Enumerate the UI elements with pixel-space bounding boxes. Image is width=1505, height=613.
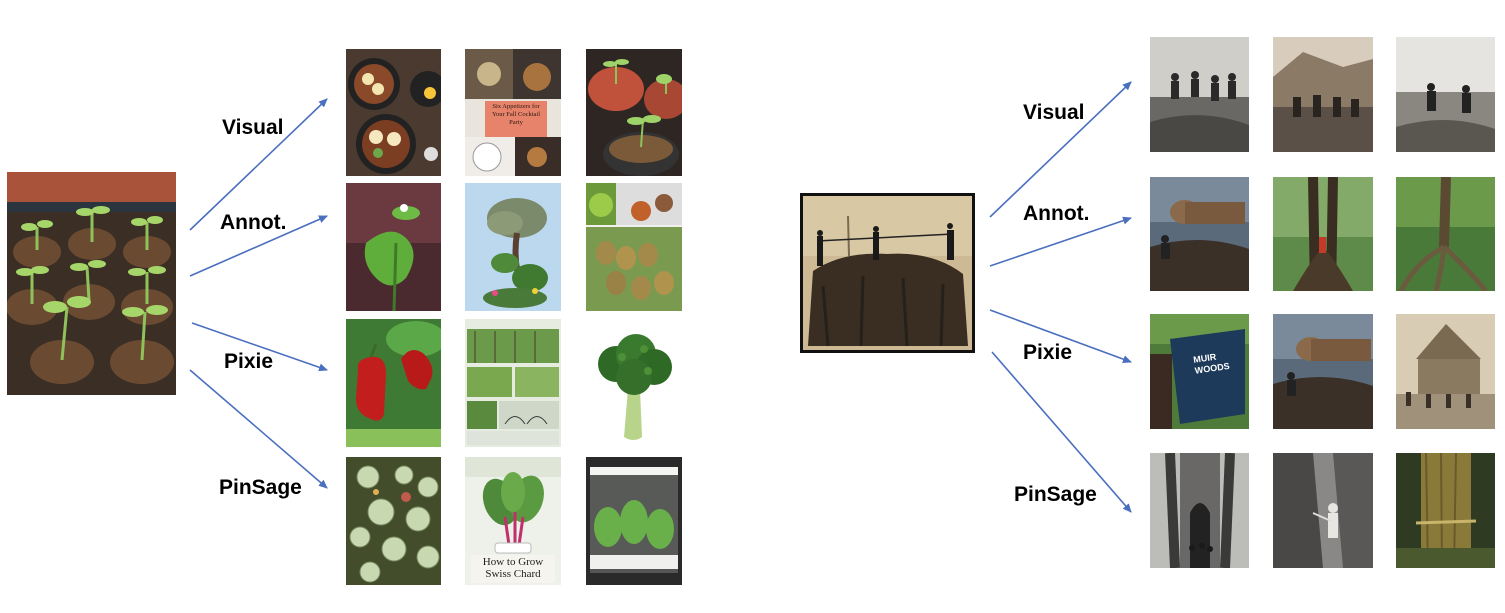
log-cutting-photo-icon [1150, 177, 1249, 291]
result-right-pixie-3-sawmill [1396, 314, 1495, 429]
result-right-pinsage-1-giant-tree [1150, 453, 1249, 568]
potted-seedlings-photo-icon [586, 49, 682, 176]
method-label-annot-right: Annot. [1023, 202, 1090, 225]
result-right-pixie-2-log-cutting [1273, 314, 1373, 429]
sawmill-sepia-photo-icon [1396, 314, 1495, 429]
giant-tree-bw-photo-icon [1150, 453, 1249, 568]
log-cutting-repeat-photo-icon [1273, 314, 1373, 429]
broccoli-photo-icon [586, 319, 682, 447]
appetizer-card-text: Six Appetizers for Your Fall Cocktail Pa… [491, 103, 541, 126]
jungle-tree-photo-icon [1273, 177, 1373, 291]
method-label-pixie: Pixie [224, 350, 274, 373]
result-pixie-3-broccoli [586, 319, 682, 447]
method-label-pinsage: PinSage [219, 476, 302, 499]
result-right-pixie-1-muir-woods-sign: MUIR WOODS [1150, 314, 1249, 429]
query-image-seedlings [7, 172, 176, 395]
result-pinsage-3-grow-light-shelf [586, 457, 682, 585]
right-panel: Visual Annot. Pixie PinSage [790, 0, 1505, 613]
result-annot-3-kiwi [586, 183, 682, 311]
soldiers-bw-photo-icon [1150, 37, 1249, 152]
method-label-annot: Annot. [220, 211, 287, 234]
seedling-tray-photo-icon [7, 172, 176, 395]
result-right-annot-2-jungle-tree [1273, 177, 1373, 291]
axeman-bw-photo-icon [1273, 453, 1373, 568]
result-right-visual-2-cabin-group [1273, 37, 1373, 152]
espalier-garden-collage-icon [465, 319, 561, 447]
result-right-pinsage-3-redwood-trunk [1396, 453, 1495, 568]
method-label-pixie-right: Pixie [1023, 341, 1073, 364]
swiss-chard-caption: How to Grow Swiss Chard [482, 556, 544, 580]
strangler-fig-photo-icon [1396, 177, 1495, 291]
vintage-lumberjacks-on-stump-photo-icon [803, 196, 972, 350]
food-bowls-photo-icon [346, 49, 441, 176]
cabin-group-sepia-photo-icon [1273, 37, 1373, 152]
result-right-annot-3-strangler-fig [1396, 177, 1495, 291]
result-annot-1-green-leaf [346, 183, 441, 311]
bonsai-tree-photo-icon [465, 183, 561, 311]
query-image-lumberjacks [800, 193, 975, 353]
result-visual-3-potted-seedlings [586, 49, 682, 176]
result-visual-1-food-bowls [346, 49, 441, 176]
method-label-visual-right: Visual [1023, 101, 1085, 124]
result-pixie-1-red-peppers [346, 319, 441, 447]
swiss-chard-photo-icon [465, 457, 561, 585]
result-pinsage-1-succulents [346, 457, 441, 585]
result-right-visual-3-field-workers [1396, 37, 1495, 152]
result-pixie-2-espalier [465, 319, 561, 447]
red-pepper-photo-icon [346, 319, 441, 447]
leaf-plant-photo-icon [346, 183, 441, 311]
result-annot-2-bonsai [465, 183, 561, 311]
left-panel: Visual Annot. Pixie PinSage Six Appetize… [0, 0, 700, 613]
result-right-pinsage-2-axeman [1273, 453, 1373, 568]
succulents-photo-icon [346, 457, 441, 585]
method-label-pinsage-right: PinSage [1014, 483, 1097, 506]
method-label-visual: Visual [222, 116, 284, 139]
result-visual-2-appetizer-card: Six Appetizers for Your Fall Cocktail Pa… [465, 49, 561, 176]
result-right-annot-1-log-cutting [1150, 177, 1249, 291]
kiwi-fruit-photo-icon [586, 183, 682, 311]
field-workers-bw-photo-icon [1396, 37, 1495, 152]
appetizer-collage-photo-icon [465, 49, 561, 176]
result-pinsage-2-swiss-chard: How to Grow Swiss Chard [465, 457, 561, 585]
grow-light-shelf-photo-icon [586, 457, 682, 585]
redwood-trunk-photo-icon [1396, 453, 1495, 568]
result-right-visual-1-soldiers [1150, 37, 1249, 152]
park-sign-photo-icon [1150, 314, 1249, 429]
arrow-pinsage [189, 369, 328, 489]
